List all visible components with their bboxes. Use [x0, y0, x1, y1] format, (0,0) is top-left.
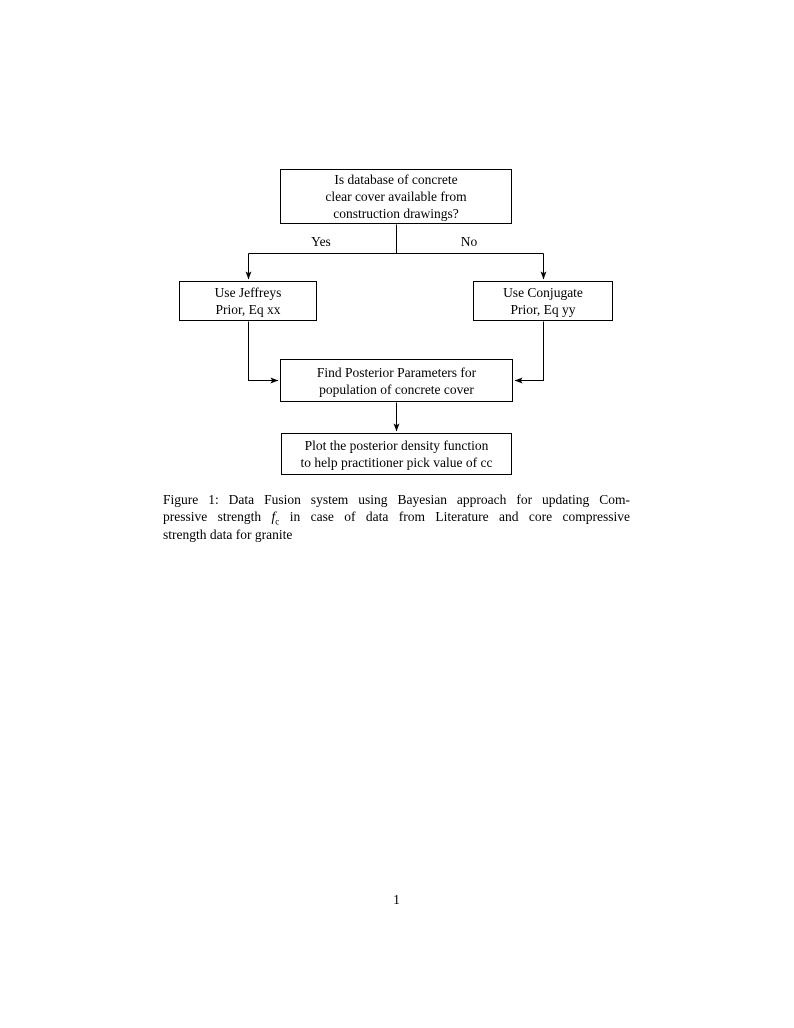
caption-line-1: Figure 1: Data Fusion system using Bayes…	[163, 492, 630, 507]
caption-line-2-post: in case of data from Literature and core…	[279, 509, 630, 525]
node-text-line: Plot the posterior density function	[304, 438, 489, 453]
flowchart-node-plot-density: Plot the posterior density function to h…	[281, 433, 512, 475]
edge-conjugate-to-posterior	[514, 321, 544, 384]
node-text-line: Use Conjugate	[503, 285, 583, 300]
caption-math-fc-subscript: c	[275, 516, 280, 527]
flowchart-node-jeffreys-prior: Use Jeffreys Prior, Eq xx	[179, 281, 317, 321]
caption-line-3: strength data for granite	[163, 526, 293, 542]
node-text-line: to help practitioner pick value of cc	[300, 455, 493, 470]
edge-label-no: No	[460, 234, 478, 249]
flowchart-node-posterior-parameters: Find Posterior Parameters for population…	[280, 359, 513, 402]
flowchart-node-decision: Is database of concrete clear cover avai…	[280, 169, 512, 224]
node-text-line: construction drawings?	[333, 206, 459, 221]
flowchart-node-conjugate-prior: Use Conjugate Prior, Eq yy	[473, 281, 613, 321]
edge-jeffreys-to-posterior	[248, 321, 279, 384]
node-text-line: Find Posterior Parameters for	[316, 364, 477, 380]
page-number: 1	[393, 892, 400, 907]
node-text-line: Prior, Eq xx	[215, 302, 281, 317]
node-text-line: Is database of concrete	[334, 172, 458, 187]
edge-label-yes: Yes	[311, 234, 331, 249]
caption-math-fc: f	[271, 509, 276, 525]
figure-caption: Figure 1: Data Fusion system using Bayes…	[163, 491, 630, 543]
caption-line-2-pre: pressive strength	[163, 509, 272, 525]
node-text-line: clear cover available from	[325, 189, 467, 204]
node-text-line: Prior, Eq yy	[510, 302, 576, 317]
node-text-line: population of concrete cover	[319, 381, 474, 397]
caption-line-2: pressive strength fc in case of data fro…	[163, 508, 630, 527]
node-text-line: Use Jeffreys	[214, 285, 282, 300]
